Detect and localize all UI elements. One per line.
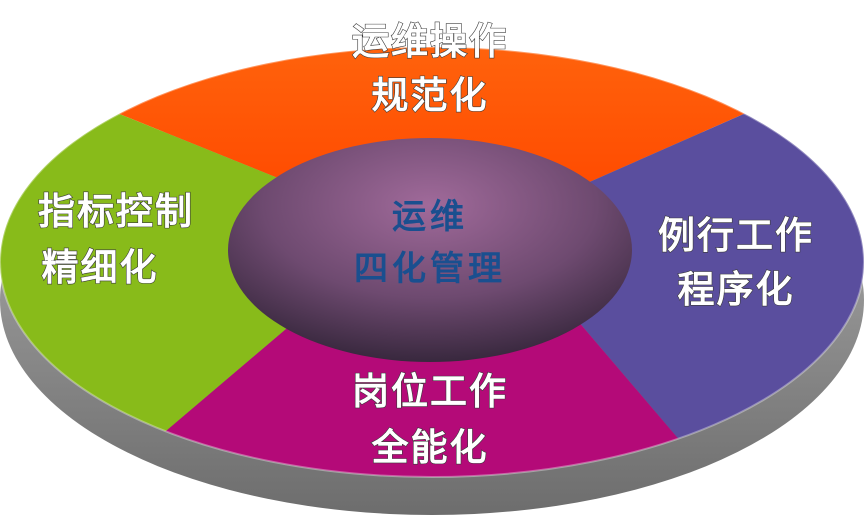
- segment-right-label-line1: 例行工作: [658, 214, 814, 257]
- segment-left-label-line2: 精细化: [42, 246, 159, 289]
- center-title-line1: 运维: [392, 197, 468, 237]
- segment-top-label-line1: 运维操作: [352, 20, 508, 63]
- segment-left: [0, 90, 320, 470]
- center-title-line2: 四化管理: [354, 249, 506, 289]
- segment-right-label-line2: 程序化: [678, 268, 795, 311]
- segment-top-label-line2: 规范化: [372, 74, 489, 117]
- segment-bottom-label-line1: 岗位工作: [352, 370, 508, 413]
- segment-left-label-line1: 指标控制: [38, 190, 194, 233]
- segment-bottom-label-line2: 全能化: [371, 426, 489, 469]
- segment-right: [560, 60, 864, 470]
- center-hub: [228, 138, 632, 362]
